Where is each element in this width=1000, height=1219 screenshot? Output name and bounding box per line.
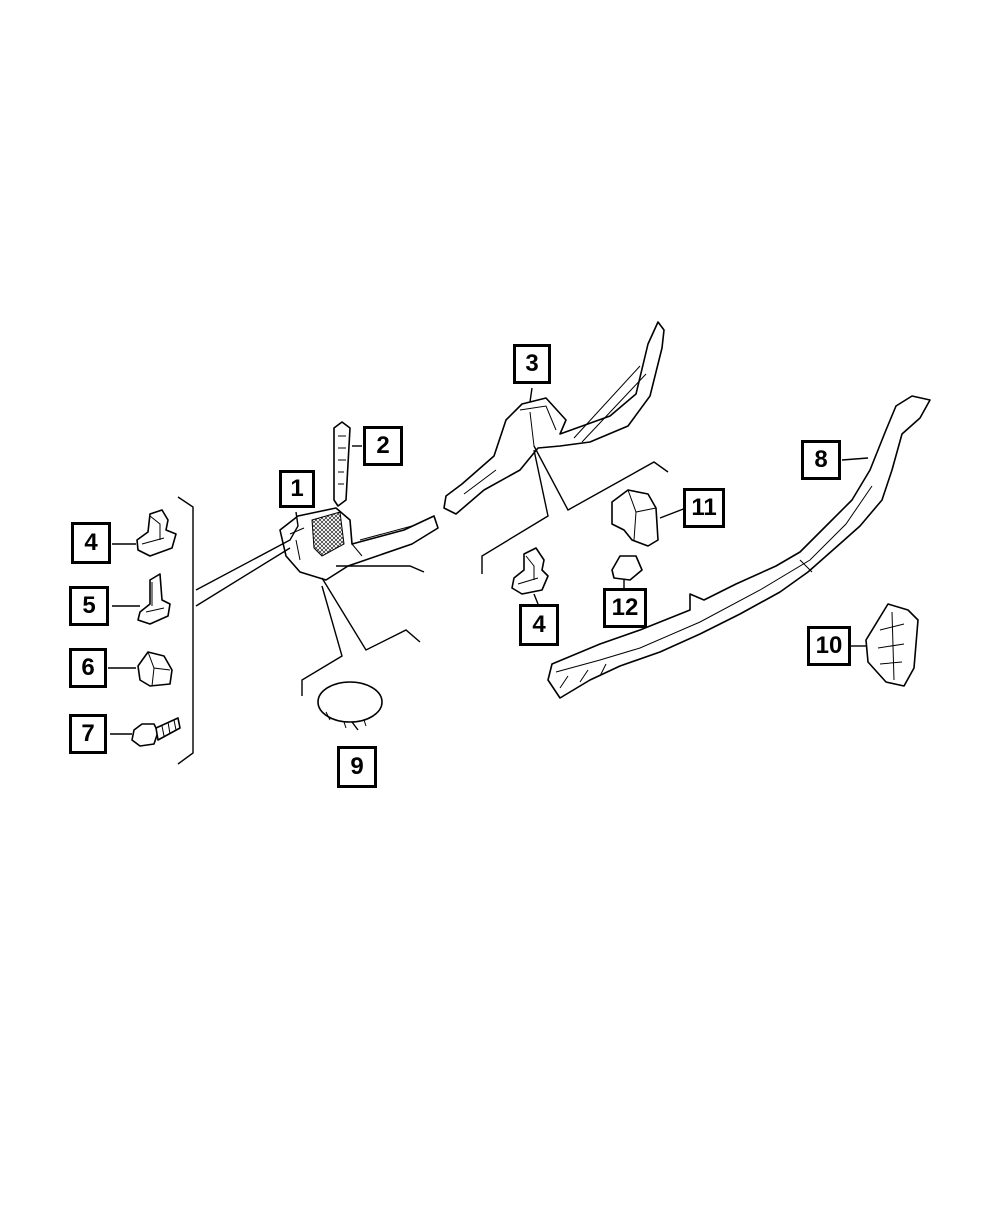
callout-4b: 4 xyxy=(519,604,559,646)
part-8-sill-rail xyxy=(547,395,931,699)
callout-3: 3 xyxy=(513,344,551,384)
callout-7: 7 xyxy=(69,714,107,754)
part-6-nut xyxy=(137,651,173,687)
callout-6: 6 xyxy=(69,648,107,688)
part-4-clip-center xyxy=(511,547,549,595)
part-9-cap xyxy=(317,681,383,729)
part-7-screw xyxy=(131,717,181,747)
callout-8: 8 xyxy=(801,440,841,480)
leader-8 xyxy=(841,457,869,461)
part-3-pillar-trim xyxy=(443,321,665,515)
part-10-bracket xyxy=(865,603,919,687)
leader-9 xyxy=(301,565,425,731)
part-4-clip-left xyxy=(136,509,177,557)
callout-5: 5 xyxy=(69,586,109,626)
leader-1 xyxy=(195,511,299,607)
callout-4a: 4 xyxy=(71,522,111,564)
callout-1: 1 xyxy=(279,470,315,508)
part-1-trim-panel xyxy=(279,507,439,581)
callout-12: 12 xyxy=(603,588,647,628)
leader-4b xyxy=(533,593,539,605)
callout-10: 10 xyxy=(807,626,851,666)
callout-9: 9 xyxy=(337,746,377,788)
part-12-pad xyxy=(611,555,643,581)
group-bracket-left xyxy=(177,496,194,765)
part-2-trim-strip xyxy=(333,421,351,507)
part-5-bracket xyxy=(137,573,171,625)
part-11-insulator xyxy=(611,489,659,547)
leader-3 xyxy=(481,387,669,574)
callout-2: 2 xyxy=(363,426,403,466)
callout-11: 11 xyxy=(683,488,725,528)
leader-11 xyxy=(659,507,687,519)
